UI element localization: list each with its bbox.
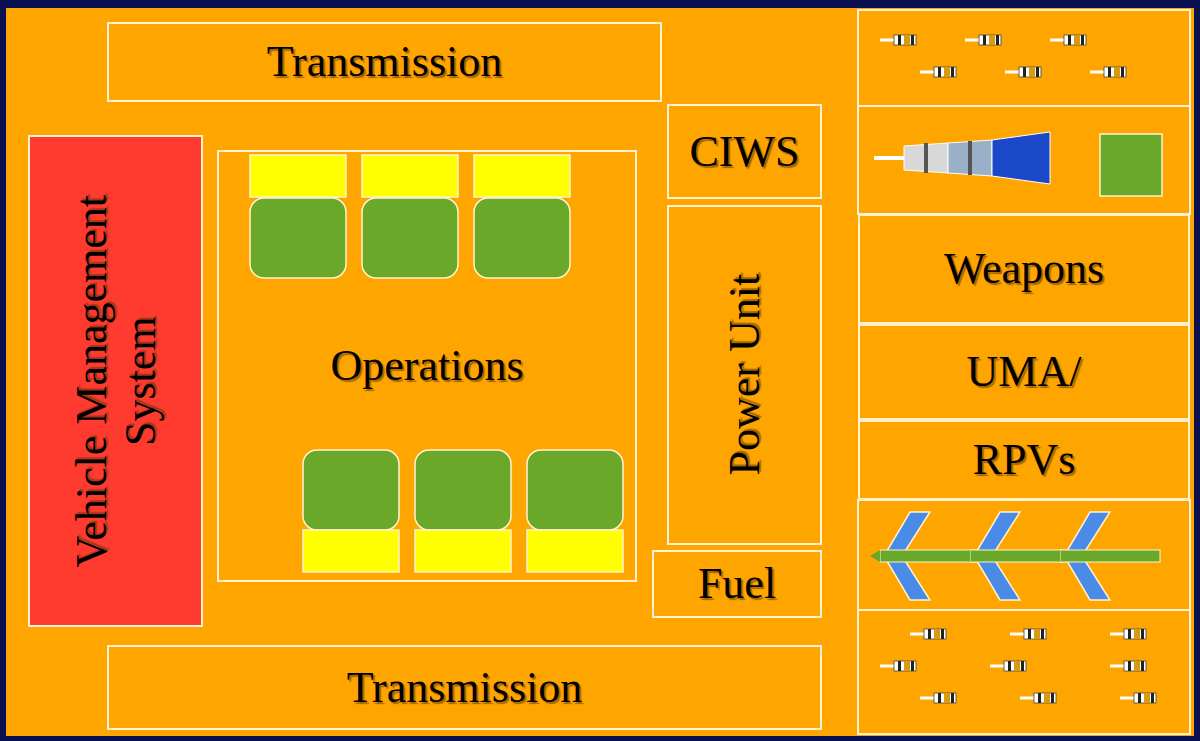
hull-panel [6,8,1194,736]
rpv-box: RPVs [858,420,1190,500]
operations-box: Operations [217,150,637,582]
crew-stations [250,155,623,572]
box-label: Vehicle Management System [66,145,165,617]
bay-outlines [858,10,1190,734]
transmission-box: Transmission [107,22,662,102]
system-box: Vehicle Management System [28,135,203,627]
box-label: Operations [330,341,523,390]
fuel-box: Fuel [652,550,822,618]
uma-box: UMA/ [858,324,1190,420]
box-label: UMA/ [967,347,1082,396]
box-label: Transmission [347,663,583,712]
box-label: RPVs [973,435,1076,484]
box-label: Power Unit [720,215,769,535]
weapons-box: Weapons [858,214,1190,324]
box-label: Transmission [267,37,503,86]
transmission-box: Transmission [107,645,822,730]
box-label: CIWS [690,127,800,176]
green-module [1100,134,1162,196]
box-label: Fuel [698,559,776,608]
box-label: Weapons [944,244,1104,293]
power-unit-box: Power Unit [667,205,822,545]
torpedo-icon [874,132,1050,184]
ciws-box: CIWS [667,104,822,199]
